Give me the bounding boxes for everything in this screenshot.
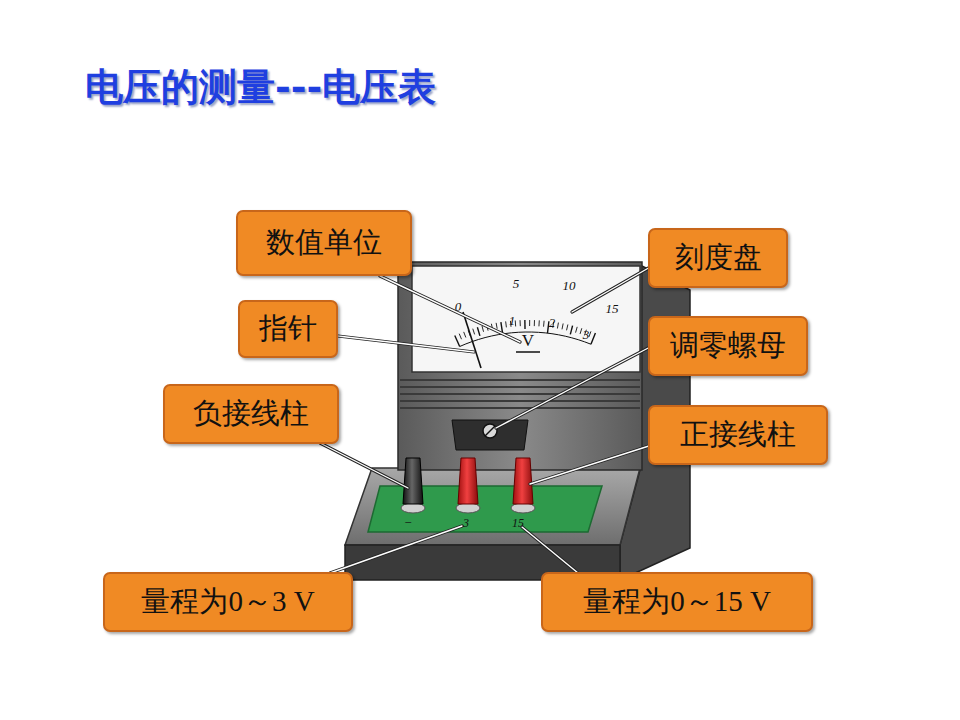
scale-tick (529, 320, 530, 326)
scale-tick (591, 333, 595, 344)
callout-box: 量程为0～15 V (541, 572, 813, 632)
terminal-mark: − (404, 516, 413, 529)
scale-number: 10 (563, 279, 576, 292)
terminal-mark: 3 (463, 517, 469, 529)
scale-tick (482, 326, 484, 332)
unit-bar (516, 351, 540, 353)
scale-tick (459, 334, 461, 340)
positive-terminal-3v (458, 458, 478, 504)
leader-lines (320, 266, 652, 573)
scale-number: 3 (583, 328, 590, 341)
callout-text: 量程为0～15 V (583, 582, 771, 622)
louver (400, 386, 640, 388)
callout-text: 正接线柱 (680, 415, 796, 455)
louver (400, 379, 640, 381)
scale-tick (543, 321, 545, 327)
callout-text: 负接线柱 (193, 394, 309, 434)
scale-number: 0 (455, 300, 462, 313)
scale-tick (534, 320, 535, 326)
negative-terminal (403, 458, 423, 504)
callout-text: 刻度盘 (675, 238, 762, 278)
callout-text: 指针 (259, 309, 317, 349)
scale-number: 2 (549, 316, 556, 329)
callout-text: 调零螺母 (670, 326, 786, 366)
scale-tick (557, 323, 558, 329)
scale-tick (468, 330, 470, 336)
scale-number: 1 (509, 314, 516, 327)
scale-tick (473, 329, 475, 335)
scale-tick (496, 323, 497, 329)
scale-tick (505, 321, 507, 327)
unit-symbol: V (522, 332, 534, 349)
vent-louvers (400, 380, 640, 408)
scale-tick (580, 328, 582, 334)
dial-face (412, 266, 640, 372)
positive-terminal-15v (513, 458, 533, 504)
louver (400, 393, 640, 395)
scale-tick (570, 326, 572, 335)
scale-number: 15 (606, 302, 619, 315)
zero-housing (452, 420, 528, 450)
callout-box: 刻度盘 (648, 228, 788, 288)
louver (400, 407, 640, 409)
callout-text: 量程为0～3 V (141, 582, 314, 622)
scale-tick (576, 327, 578, 333)
zero-screw (483, 424, 497, 438)
scale-tick (464, 332, 466, 338)
scale-number: 5 (513, 277, 520, 290)
callout-box: 负接线柱 (163, 384, 339, 444)
scale-tick (538, 320, 539, 326)
scale-tick (567, 324, 568, 330)
scale-tick (455, 336, 460, 347)
scale-tick (520, 320, 521, 326)
scale-tick (548, 321, 549, 333)
terminal-mark: 15 (512, 517, 524, 529)
callout-box: 指针 (238, 300, 338, 358)
callout-box: 量程为0～3 V (103, 572, 353, 632)
callout-text: 数值单位 (266, 223, 382, 263)
page-title: 电压的测量---电压表 (85, 62, 436, 113)
callout-box: 正接线柱 (648, 405, 828, 465)
scale-tick (562, 323, 563, 329)
terminals (401, 458, 535, 513)
louver (400, 400, 640, 402)
range-plate (368, 486, 602, 532)
callout-box: 调零螺母 (648, 316, 808, 376)
screw-slot (485, 426, 495, 436)
scale-tick (524, 320, 526, 329)
scale-tick (477, 327, 480, 336)
callout-box: 数值单位 (236, 210, 412, 276)
